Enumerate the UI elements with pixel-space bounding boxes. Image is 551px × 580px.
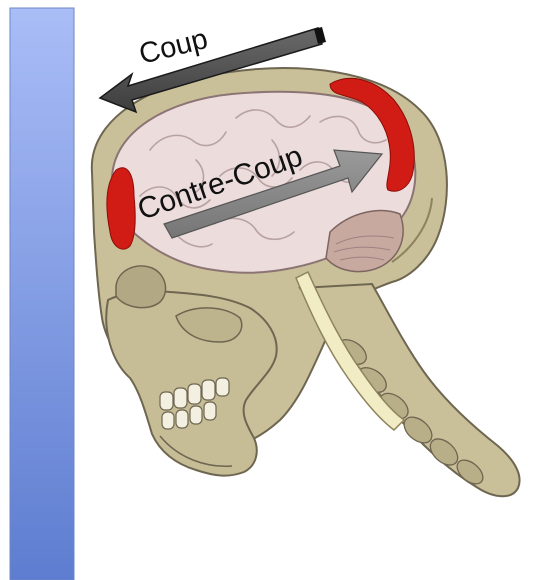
spine-icon xyxy=(296,272,520,496)
wall-icon xyxy=(10,8,74,580)
coup-contusion-icon xyxy=(107,168,135,249)
